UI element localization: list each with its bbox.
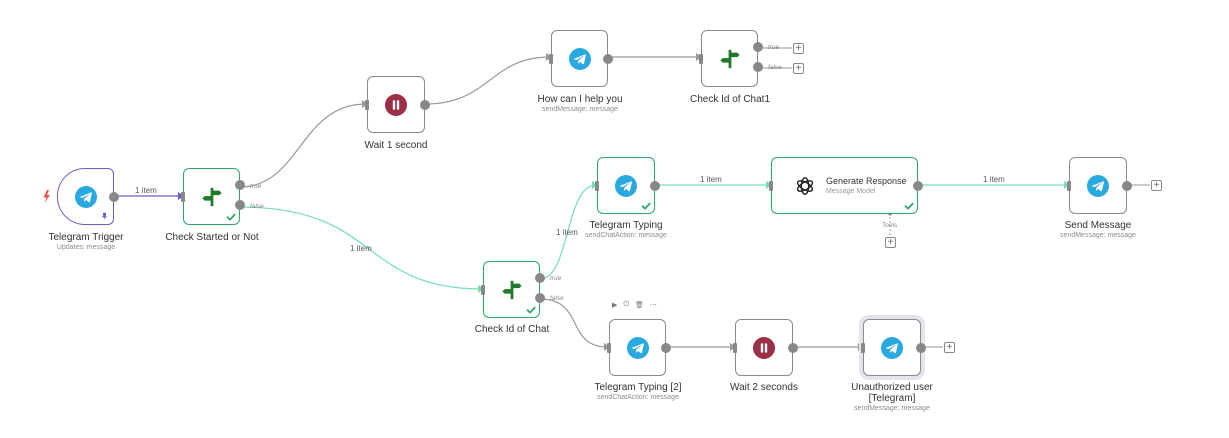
node-wait-2-seconds[interactable] bbox=[733, 319, 798, 376]
telegram-icon bbox=[1087, 175, 1109, 197]
if-branch-icon bbox=[719, 48, 741, 70]
if-branch-icon bbox=[201, 186, 223, 208]
more-icon[interactable]: ⋯ bbox=[649, 302, 657, 309]
node-subtitle-telegram-typing-2: sendChatAction: message bbox=[597, 394, 679, 401]
trash-icon[interactable]: 🗑 bbox=[634, 302, 644, 309]
input-port[interactable] bbox=[365, 99, 369, 110]
output-port[interactable] bbox=[603, 53, 613, 64]
input-port[interactable] bbox=[607, 342, 611, 353]
edge-label-false-to-checkid: 1 item bbox=[350, 244, 372, 253]
edge-label-typing-to-generate: 1 item bbox=[700, 175, 722, 184]
node-check-started-or-not[interactable] bbox=[181, 168, 245, 225]
add-tool-button[interactable]: + bbox=[885, 237, 896, 248]
edge-label-true-to-typing: 1 item bbox=[556, 228, 578, 237]
power-icon[interactable]: ⏻ bbox=[623, 301, 629, 308]
openai-icon bbox=[796, 176, 814, 195]
branch-label-false: false bbox=[550, 295, 564, 302]
node-label-telegram-trigger: Telegram Trigger bbox=[48, 232, 124, 243]
telegram-icon bbox=[881, 337, 903, 359]
if-branch-icon bbox=[501, 279, 523, 301]
node-subtitle-telegram-typing: sendChatAction: message bbox=[585, 232, 667, 239]
output-port-false[interactable] bbox=[753, 62, 763, 72]
node-subtitle-send-message: sendMessage: message bbox=[1060, 232, 1136, 239]
node-subtitle-how-can-i-help: sendMessage: message bbox=[542, 106, 618, 113]
node-label-check-id-chat1: Check Id of Chat1 bbox=[689, 94, 771, 105]
node-label-unauthorized: Unauthorized user [Telegram] bbox=[851, 382, 933, 404]
output-port-true[interactable] bbox=[753, 42, 763, 52]
node-label-send-message: Send Message bbox=[1064, 220, 1132, 231]
output-port-true[interactable] bbox=[235, 180, 245, 190]
output-port[interactable] bbox=[916, 342, 926, 353]
node-telegram-typing[interactable] bbox=[595, 157, 660, 214]
checkmark-icon bbox=[641, 201, 651, 211]
checkmark-icon bbox=[904, 201, 914, 211]
node-generate-response[interactable]: Generate Response Message Model bbox=[769, 157, 923, 214]
edge-label-generate-to-send: 1 item bbox=[983, 175, 1005, 184]
node-label-telegram-typing-2: Telegram Typing [2] bbox=[594, 382, 682, 393]
telegram-icon bbox=[569, 48, 591, 70]
node-telegram-typing-2[interactable] bbox=[607, 319, 671, 376]
output-port-false[interactable] bbox=[235, 200, 245, 210]
output-port-false[interactable] bbox=[535, 293, 545, 303]
output-port[interactable] bbox=[420, 99, 430, 110]
node-check-id-of-chat1[interactable] bbox=[699, 30, 763, 87]
input-port[interactable] bbox=[181, 191, 185, 202]
add-node-button[interactable]: + bbox=[944, 342, 955, 353]
branch-label-true: true bbox=[550, 275, 562, 282]
branch-label-true: true bbox=[768, 44, 780, 51]
add-node-button[interactable]: + bbox=[793, 63, 804, 74]
edge-label-trigger-to-check: 1 item bbox=[135, 186, 157, 195]
branch-label-true: true bbox=[250, 183, 262, 190]
telegram-icon bbox=[627, 337, 649, 359]
node-title-generate-response: Generate Response bbox=[826, 176, 907, 186]
input-port[interactable] bbox=[481, 284, 485, 295]
node-check-id-of-chat[interactable] bbox=[481, 261, 545, 318]
checkmark-icon bbox=[226, 212, 236, 222]
node-label-how-can-i-help: How can I help you bbox=[537, 94, 623, 105]
node-wait-1-second[interactable] bbox=[365, 76, 430, 133]
connection-checkid-false-to-typing2 bbox=[539, 298, 609, 348]
node-label-telegram-typing: Telegram Typing bbox=[589, 220, 663, 231]
output-port-true[interactable] bbox=[535, 273, 545, 283]
node-label-wait-1: Wait 1 second bbox=[364, 140, 428, 151]
output-port[interactable] bbox=[788, 342, 798, 353]
output-port[interactable] bbox=[109, 191, 119, 202]
node-unauthorized-user[interactable] bbox=[861, 319, 926, 376]
node-subtitle-generate-response: Message Model bbox=[826, 188, 876, 195]
telegram-icon bbox=[615, 175, 637, 197]
pin-icon bbox=[101, 212, 108, 221]
output-port[interactable] bbox=[661, 342, 671, 353]
input-port[interactable] bbox=[733, 342, 737, 353]
output-port[interactable] bbox=[650, 180, 660, 191]
branch-label-false: false bbox=[768, 64, 782, 71]
input-port[interactable] bbox=[699, 53, 703, 64]
add-node-button[interactable]: + bbox=[1151, 180, 1162, 191]
node-telegram-trigger[interactable] bbox=[57, 168, 119, 225]
telegram-icon bbox=[75, 186, 97, 208]
checkmark-icon bbox=[526, 305, 536, 315]
node-subtitle-telegram-trigger: Updates: message bbox=[56, 244, 116, 251]
branch-label-false: false bbox=[250, 203, 264, 210]
add-node-button[interactable]: + bbox=[793, 43, 804, 54]
pause-icon bbox=[385, 94, 407, 116]
node-hover-toolbar: ▶ ⏻ 🗑 ⋯ bbox=[612, 301, 657, 309]
node-how-can-i-help-you[interactable] bbox=[549, 30, 613, 87]
input-port[interactable] bbox=[1067, 180, 1071, 191]
node-label-wait-2: Wait 2 seconds bbox=[730, 382, 798, 393]
input-port[interactable] bbox=[769, 180, 773, 191]
node-label-check-id-chat: Check Id of Chat bbox=[474, 324, 550, 335]
node-send-message[interactable] bbox=[1067, 157, 1132, 214]
input-port[interactable] bbox=[549, 53, 553, 64]
input-port[interactable] bbox=[595, 180, 599, 191]
output-port[interactable] bbox=[913, 180, 923, 191]
play-icon[interactable]: ▶ bbox=[612, 302, 618, 309]
input-port[interactable] bbox=[861, 342, 865, 353]
pause-icon bbox=[753, 337, 775, 359]
node-label-check-started: Check Started or Not bbox=[165, 232, 259, 243]
lightning-bolt-icon bbox=[43, 190, 50, 203]
tools-label: Tools bbox=[882, 222, 898, 229]
output-port[interactable] bbox=[1122, 180, 1132, 191]
node-subtitle-unauthorized: sendMessage: message bbox=[854, 405, 930, 412]
